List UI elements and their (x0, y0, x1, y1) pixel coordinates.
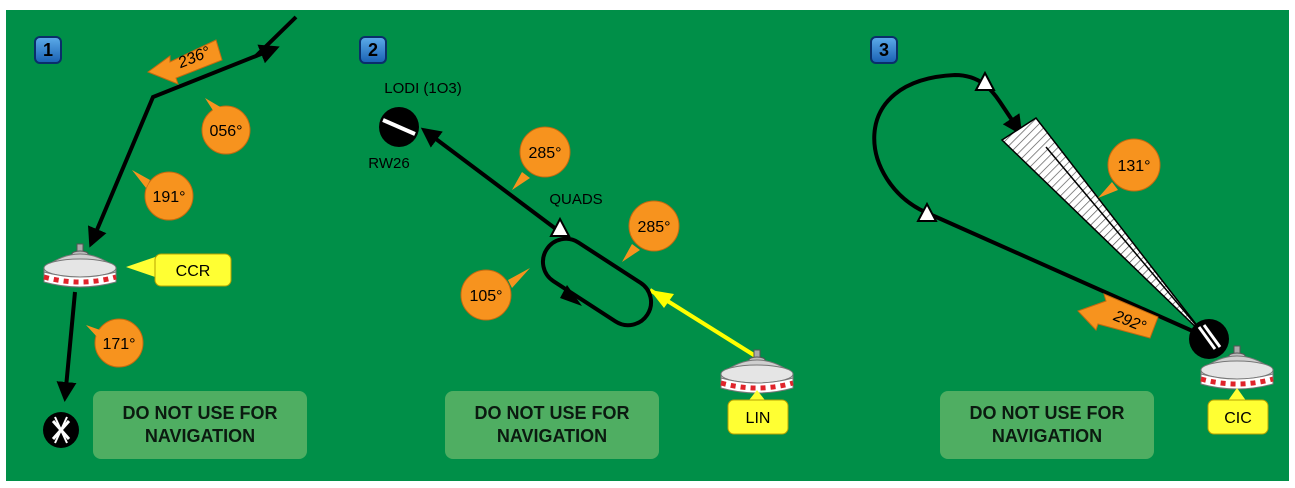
station-name: CCR (176, 263, 211, 280)
airport-name: LODI (1O3) (384, 80, 462, 97)
fix-triangle-icon (974, 70, 996, 91)
panel-1: 236° 056° 191° 171° CCR (43, 15, 298, 448)
heading-bubble-105: 105° (460, 268, 530, 321)
route-line (420, 127, 562, 234)
fix-name: QUADS (549, 191, 602, 208)
closed-airport-icon (43, 412, 79, 448)
route-line (56, 291, 77, 402)
warning-line: NAVIGATION (991, 426, 1103, 446)
heading-arrow-236: 236° (146, 39, 223, 85)
panel-number-badge: 2 (359, 36, 387, 64)
panel-2: QUADS LODI (1O3) RW26 285° 285° 105° LIN (368, 80, 793, 435)
heading-label: 056° (209, 123, 242, 140)
panel-number-badge: 1 (34, 36, 62, 64)
airport-runway-icon (379, 107, 419, 147)
heading-bubble-285-right: 285° (622, 200, 680, 262)
panel-3: 131° 292° CIC (872, 70, 1273, 435)
navigation-warning-box: DO NOT USE FOR NAVIGATION (445, 391, 659, 459)
airport-runway-icon (1189, 319, 1229, 359)
panel-number-badge: 3 (870, 36, 898, 64)
warning-line: DO NOT USE FOR (474, 403, 630, 423)
heading-bubble-191: 191° (132, 170, 194, 221)
approach-wedge (1000, 116, 1207, 338)
station-label-cic: CIC (1207, 388, 1269, 435)
runway-label: RW26 (368, 155, 409, 172)
heading-bubble-056: 056° (201, 98, 251, 155)
heading-label: 191° (152, 189, 185, 206)
warning-line: NAVIGATION (144, 426, 256, 446)
heading-label: 285° (637, 219, 670, 236)
fix-triangle-icon (549, 216, 571, 237)
heading-bubble-131: 131° (1098, 138, 1161, 198)
warning-line: DO NOT USE FOR (969, 403, 1125, 423)
heading-label: 285° (528, 145, 561, 162)
heading-bubble-285-top: 285° (512, 126, 571, 190)
procedure-turn-path (872, 72, 1207, 339)
warning-line: NAVIGATION (496, 426, 608, 446)
vor-station-icon (721, 350, 793, 393)
warning-line: DO NOT USE FOR (122, 403, 278, 423)
station-label-ccr: CCR (126, 253, 232, 287)
route-line (88, 15, 298, 248)
station-name: CIC (1224, 410, 1252, 427)
heading-bubble-171: 171° (86, 318, 144, 368)
navigation-warning-box: DO NOT USE FOR NAVIGATION (93, 391, 307, 459)
holding-pattern (540, 236, 654, 328)
heading-label: 105° (469, 288, 502, 305)
heading-label: 131° (1117, 158, 1150, 175)
station-name: LIN (746, 410, 771, 427)
station-label-lin: LIN (727, 390, 789, 435)
heading-arrow-292: 292° (1077, 293, 1159, 339)
heading-label: 171° (102, 336, 135, 353)
fix-triangle-icon (916, 201, 938, 222)
navigation-warning-box: DO NOT USE FOR NAVIGATION (940, 391, 1154, 459)
vor-station-icon (44, 244, 116, 287)
